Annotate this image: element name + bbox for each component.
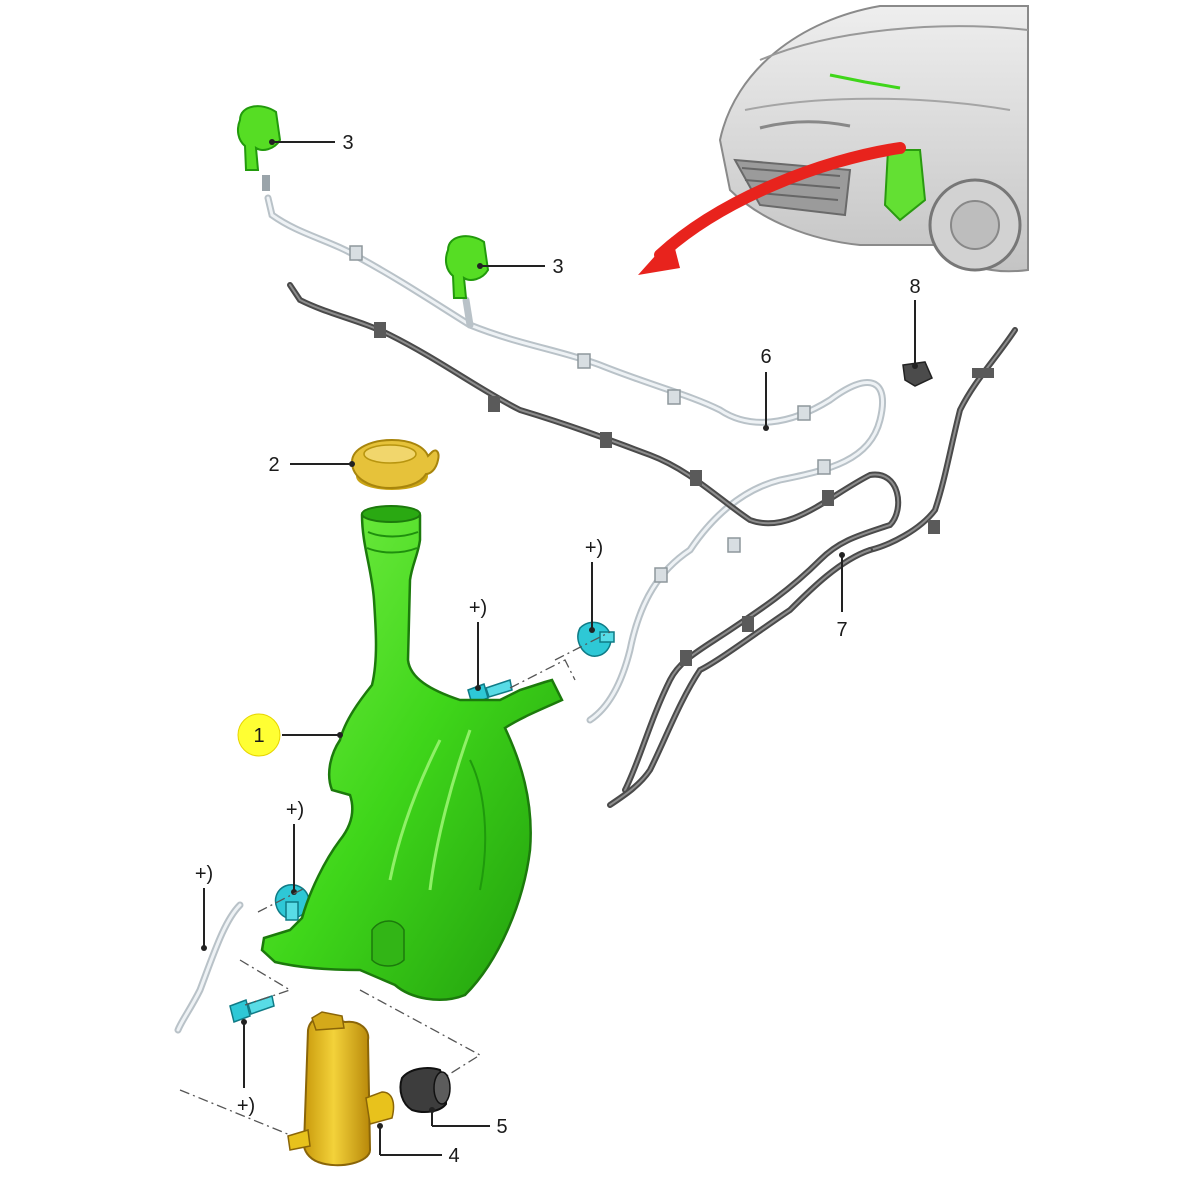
callout-6: 6 (760, 346, 771, 368)
tank-highlight (237, 713, 281, 757)
callout-4: 4 (448, 1145, 459, 1167)
side-line-icon (174, 888, 244, 1034)
screw-lower-icon (229, 995, 275, 1088)
grommet-icon (399, 1067, 490, 1127)
note-lower-screw: +) (237, 1095, 255, 1117)
washer-pump-icon (287, 1011, 442, 1167)
washer-nozzle-right-icon (444, 235, 545, 299)
callout-7: 7 (836, 619, 847, 641)
washer-hose (264, 194, 887, 724)
callout-3-left: 3 (342, 132, 353, 154)
clip-left-icon (274, 824, 310, 921)
red-arrow-icon (638, 142, 906, 275)
washer-nozzle-left-icon (236, 105, 335, 191)
note-left-clip: +) (286, 799, 304, 821)
callout-1: 1 (253, 725, 264, 747)
callout-3-right: 3 (552, 256, 563, 278)
assembly-lines (179, 631, 611, 1136)
callout-5: 5 (496, 1116, 507, 1138)
car-inset (718, 5, 1029, 273)
washer-reservoir-icon (260, 505, 564, 1001)
note-upper-screw: +) (469, 597, 487, 619)
callout-8: 8 (909, 276, 920, 298)
filler-cap-icon (290, 438, 440, 490)
wiring-harness (287, 282, 1018, 808)
clip-upper-right-icon (577, 562, 615, 657)
note-side-line: +) (195, 863, 213, 885)
note-upper-right-clip: +) (585, 537, 603, 559)
callout-2: 2 (268, 454, 279, 476)
sensor-icon (902, 300, 933, 387)
screw-upper-icon (467, 622, 513, 705)
